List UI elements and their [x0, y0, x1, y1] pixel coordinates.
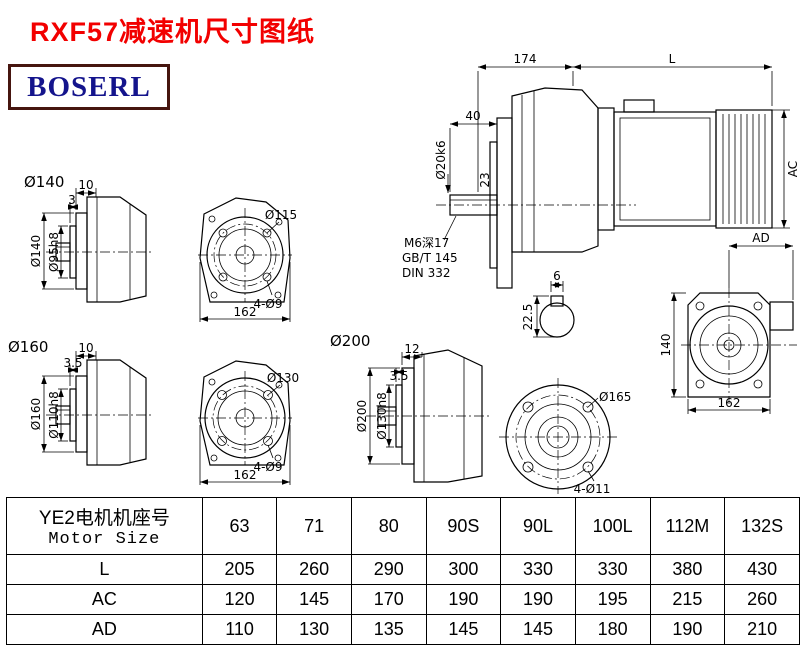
table-cell: 205 [201, 554, 278, 585]
section-label-200: Ø200 [330, 332, 370, 350]
view-200-side: Ø200 12 3.5 Ø200 Ø130h8 [330, 332, 492, 483]
dim-bolt-holes-160: 4-Ø9 [253, 460, 282, 474]
table-cell: 290 [350, 554, 427, 585]
table-row-AC: AC 120 145 170 190 190 195 215 260 [6, 584, 800, 615]
dim-bolt-holes-140: 4-Ø9 [253, 297, 282, 311]
table-row-L: L 205 260 290 300 330 330 380 430 [6, 554, 800, 585]
dim-width-140: 162 [234, 305, 257, 319]
table-title-en: Motor Size [48, 530, 161, 549]
dim-bolt-holes-200: 4-Ø11 [574, 482, 611, 494]
table-cell: 120 [201, 584, 278, 615]
table-row-header: YE2电机机座号 Motor Size [6, 497, 203, 555]
dim-bolt-circle-200: Ø165 [599, 390, 631, 404]
dim-spigot-dia-160: Ø110h8 [47, 391, 61, 439]
view-200-front: Ø165 4-Ø11 [499, 378, 631, 494]
dim-flange-thickness-200: 12 [404, 342, 419, 356]
view-160-front: Ø130 4-Ø9 162 [198, 360, 299, 485]
dim-gearbox-length: 174 [514, 52, 537, 66]
table-cell: 330 [500, 554, 576, 585]
view-160-side: Ø160 10 3.5 Ø160 Ø110h8 [8, 338, 154, 466]
table-cell: 170 [350, 584, 427, 615]
table-header-row: YE2电机机座号 Motor Size 63 71 80 90S 90L 100… [6, 497, 800, 555]
boserl-logo: BOSERL [8, 64, 170, 110]
main-assembly-view: 174 L 40 Ø20k6 23 [402, 52, 800, 414]
table-cell: 190 [649, 614, 726, 645]
table-cell: 110 [201, 614, 278, 645]
table-cell: 215 [649, 584, 726, 615]
technical-drawing: Ø140 10 3 Ø140 Ø95h8 [8, 52, 800, 494]
table-cell: 145 [425, 614, 502, 645]
motor-size-column-header: 90S [425, 497, 502, 555]
note-standard-gbt: GB/T 145 [402, 251, 458, 265]
page-title: RXF57减速机尺寸图纸 [30, 17, 316, 47]
table-row-label: L [6, 554, 203, 585]
table-cell: 145 [500, 614, 576, 645]
table-cell: 145 [276, 584, 352, 615]
motor-size-column-header: 63 [201, 497, 278, 555]
table-cell: 190 [500, 584, 576, 615]
table-row-label: AD [6, 614, 203, 645]
dim-key-width: 6 [553, 269, 561, 283]
section-label-160: Ø160 [8, 338, 48, 356]
dim-flange-thickness-140: 10 [78, 178, 93, 192]
view-140-side: Ø140 10 3 Ø140 Ø95h8 [24, 173, 154, 303]
dim-motor-width-ad: AD [752, 231, 769, 245]
table-row-label: AC [6, 584, 203, 615]
motor-size-column-header: 112M [649, 497, 726, 555]
dim-outer-dia-140: Ø140 [29, 235, 43, 267]
dim-motor-length: L [669, 52, 676, 66]
dim-width-160: 162 [234, 468, 257, 482]
dim-23: 23 [478, 172, 492, 187]
motor-size-column-header: 90L [500, 497, 576, 555]
table-cell: 130 [276, 614, 352, 645]
note-standard-din: DIN 332 [402, 266, 450, 280]
dim-bolt-circle-140: Ø115 [265, 208, 297, 222]
table-cell: 330 [574, 554, 651, 585]
dim-outer-dia-200: Ø200 [355, 400, 369, 432]
dim-spigot-dia-140: Ø95h8 [47, 232, 61, 272]
table-cell: 190 [425, 584, 502, 615]
dim-spigot-depth-160: 3.5 [63, 356, 82, 370]
table-row-AD: AD 110 130 135 145 145 180 190 210 [6, 614, 800, 645]
dim-flange-thickness-160: 10 [78, 341, 93, 355]
note-tapped-hole: M6深17 [404, 236, 449, 250]
table-cell: 430 [724, 554, 800, 585]
motor-size-table: YE2电机机座号 Motor Size 63 71 80 90S 90L 100… [6, 497, 800, 645]
dim-outer-dia-160: Ø160 [29, 398, 43, 430]
motor-size-column-header: 100L [574, 497, 651, 555]
dim-rear-width: 162 [718, 396, 741, 410]
table-cell: 180 [574, 614, 651, 645]
table-cell: 195 [574, 584, 651, 615]
motor-size-column-header: 71 [276, 497, 352, 555]
dim-bolt-circle-160: Ø130 [267, 371, 299, 385]
table-cell: 210 [724, 614, 800, 645]
table-title-cn: YE2电机机座号 [38, 508, 170, 529]
section-label-140: Ø140 [24, 173, 64, 191]
motor-size-column-header: 80 [350, 497, 427, 555]
dim-shaft-length: 40 [465, 109, 480, 123]
table-cell: 135 [350, 614, 427, 645]
dim-shaft-dia: Ø20k6 [434, 140, 448, 179]
dim-spigot-dia-200: Ø130h8 [375, 392, 389, 440]
table-cell: 380 [649, 554, 726, 585]
table-cell: 300 [425, 554, 502, 585]
dim-key-height: 22.5 [521, 304, 535, 331]
dim-motor-height-ac: AC [786, 161, 800, 177]
table-cell: 260 [724, 584, 800, 615]
dim-rear-height: 140 [659, 334, 673, 357]
table-cell: 260 [276, 554, 352, 585]
motor-size-column-header: 132S [724, 497, 800, 555]
dim-spigot-depth-140: 3 [68, 193, 76, 207]
view-140-front: Ø115 4-Ø9 162 [198, 197, 297, 322]
dim-spigot-depth-200: 3.5 [389, 369, 408, 383]
